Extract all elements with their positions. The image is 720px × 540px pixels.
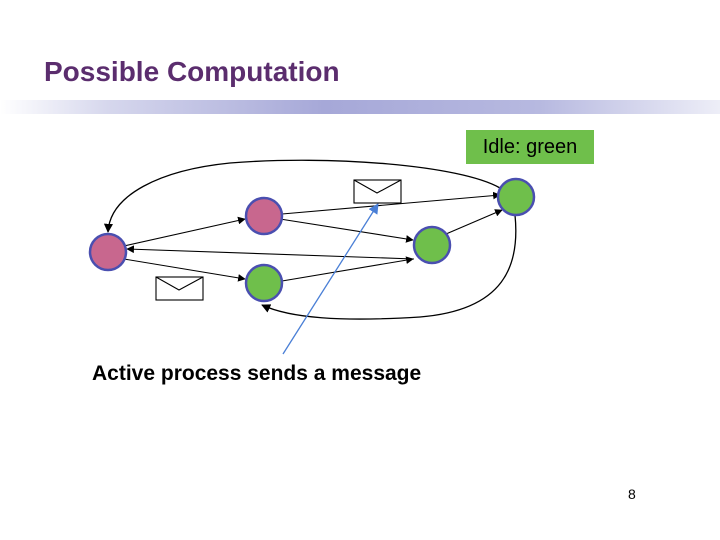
process-node-idle — [496, 177, 536, 217]
edge-p1-to-p2 — [123, 216, 246, 247]
process-node-idle — [412, 225, 452, 265]
process-node-idle — [244, 263, 284, 303]
edge-p2-to-p3 — [279, 218, 414, 243]
edge-p3-to-p1 — [126, 245, 415, 260]
edge-p2-to-p5 — [281, 191, 501, 215]
edge-p5-to-p4-curve — [261, 214, 517, 320]
edge-p3-to-p5 — [445, 209, 503, 235]
caption-pointer-arrow — [282, 203, 379, 355]
slide-title: Possible Computation — [44, 56, 340, 87]
title-underline — [0, 100, 720, 114]
diagram-caption: Active process sends a message — [92, 362, 422, 385]
process-node-active — [88, 232, 128, 272]
edge-p4-to-p3 — [281, 256, 414, 282]
process-node-active — [244, 196, 284, 236]
edge-p5-to-p1-curve — [103, 159, 501, 233]
legend-idle-green: Idle: green — [466, 130, 594, 164]
edge-p1-to-p4 — [123, 258, 246, 282]
envelope-icon — [353, 179, 402, 204]
envelope-icon — [155, 276, 204, 301]
page-number: 8 — [628, 486, 636, 502]
